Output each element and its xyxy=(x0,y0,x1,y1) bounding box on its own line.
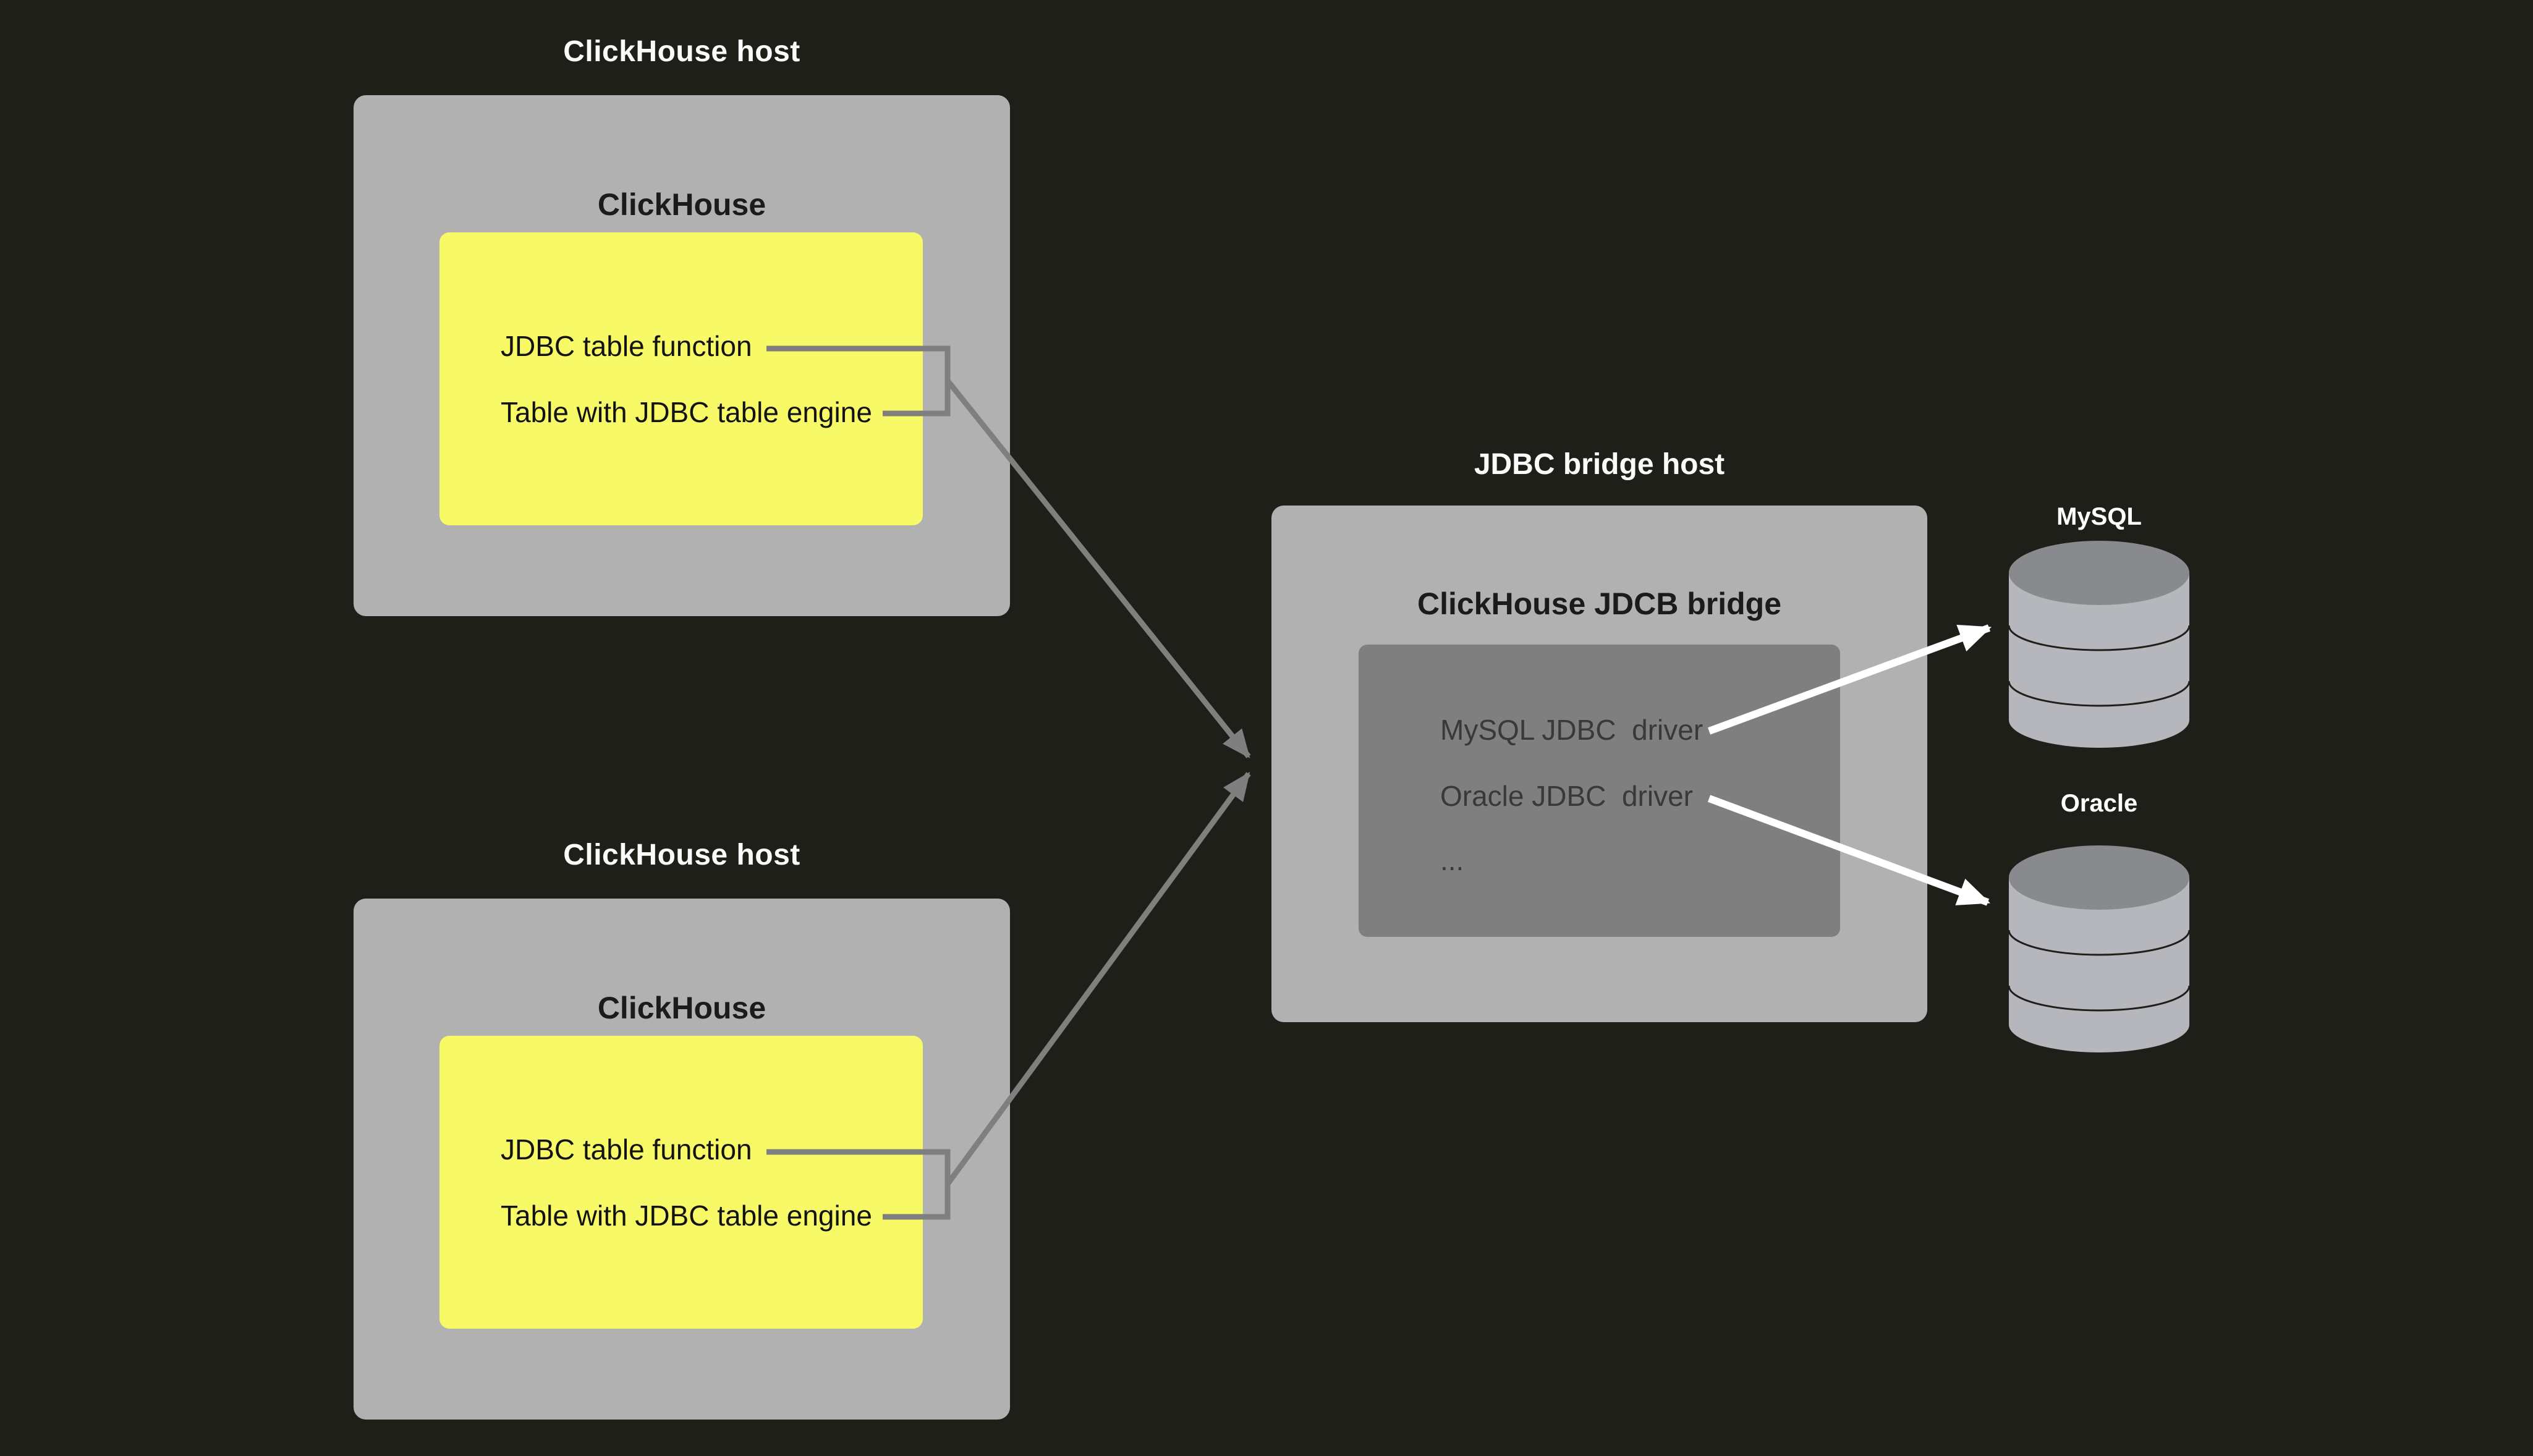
clickhouse-top-title: ClickHouse xyxy=(597,187,766,222)
jdbc-table-engine-label-bottom: Table with JDBC table engine xyxy=(501,1200,872,1232)
oracle-label: Oracle xyxy=(2060,790,2138,817)
jdbc-table-function-label-bottom: JDBC table function xyxy=(501,1133,752,1166)
clickhouse-bottom-module-box xyxy=(439,1036,923,1329)
clickhouse-host-bottom-label: ClickHouse host xyxy=(563,839,800,871)
mysql-label: MySQL xyxy=(2056,503,2142,530)
oracle-database-icon xyxy=(2009,845,2189,1052)
clickhouse-top-module-box xyxy=(439,232,923,525)
mysql-database-icon xyxy=(2009,541,2189,748)
more-drivers-ellipsis: ... xyxy=(1440,844,1464,876)
jdbc-table-engine-label-top: Table with JDBC table engine xyxy=(501,396,872,428)
jdbc-table-function-label-top: JDBC table function xyxy=(501,330,752,362)
jdbc-bridge-host-label: JDBC bridge host xyxy=(1474,448,1725,481)
clickhouse-host-top-label: ClickHouse host xyxy=(563,35,800,68)
jdbc-bridge-title: ClickHouse JDCB bridge xyxy=(1417,586,1781,621)
mysql-jdbc-driver-label: MySQL JDBC driver xyxy=(1440,714,1704,746)
clickhouse-bottom-title: ClickHouse xyxy=(597,991,766,1025)
oracle-jdbc-driver-label: Oracle JDBC driver xyxy=(1440,780,1693,812)
